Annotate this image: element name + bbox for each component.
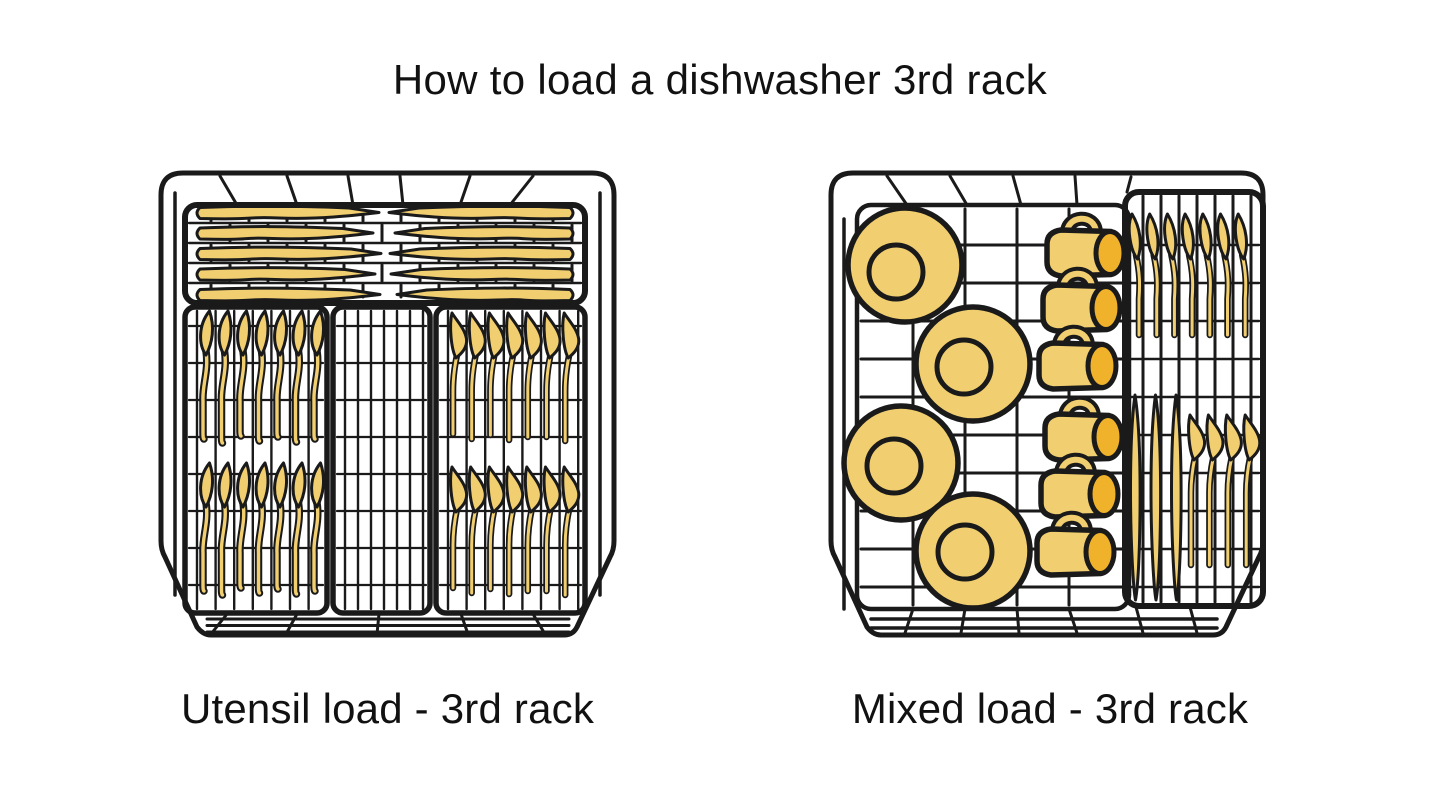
knife xyxy=(1170,393,1183,602)
spoon xyxy=(273,309,289,441)
mug xyxy=(1036,324,1119,392)
spoon xyxy=(291,461,307,598)
spoon xyxy=(1127,212,1143,339)
fork xyxy=(1205,413,1225,569)
knife xyxy=(393,225,575,241)
spoon xyxy=(1180,212,1196,339)
spoon xyxy=(542,311,562,441)
utensil-section-middle xyxy=(330,304,433,616)
spoon xyxy=(1198,212,1214,339)
rack-shell xyxy=(828,170,1266,638)
mixed-load-diagram xyxy=(828,170,1266,638)
knife xyxy=(195,245,383,262)
mug xyxy=(1042,395,1125,463)
mug-opening xyxy=(1085,342,1119,390)
knife xyxy=(195,266,377,282)
mug-opening xyxy=(1087,470,1121,518)
rack-front-rails xyxy=(869,605,1219,635)
rack-front-rails xyxy=(205,612,571,636)
mug-opening xyxy=(1089,284,1123,332)
knife xyxy=(395,286,575,303)
spoon xyxy=(505,465,525,598)
knife xyxy=(195,225,375,241)
spoon xyxy=(217,309,233,447)
spoon xyxy=(561,311,581,445)
bowl xyxy=(845,205,965,325)
spoon xyxy=(523,311,543,441)
spoon xyxy=(254,461,270,597)
knife xyxy=(388,245,575,262)
spoon xyxy=(199,461,215,595)
fork xyxy=(1223,413,1243,569)
spoon xyxy=(310,461,326,595)
spoon xyxy=(449,311,469,438)
figure-utensil-load xyxy=(155,167,620,650)
utensil-section-right xyxy=(433,304,588,616)
spoon xyxy=(291,309,307,446)
knife-tray xyxy=(182,202,588,306)
mug-opening xyxy=(1083,528,1117,576)
spoon xyxy=(236,309,252,440)
fork xyxy=(1242,413,1262,569)
spoon xyxy=(542,465,562,595)
spoon xyxy=(310,309,326,443)
bowl xyxy=(913,491,1033,611)
rack-top-wires xyxy=(218,174,535,207)
mug-opening xyxy=(1091,413,1125,461)
mug xyxy=(1038,452,1121,520)
figure-mixed-load xyxy=(825,167,1275,650)
fork xyxy=(1187,413,1207,569)
utensil-load-diagram xyxy=(158,170,617,638)
bowl xyxy=(913,304,1033,424)
rack-shell xyxy=(158,170,617,638)
mug xyxy=(1040,266,1123,334)
mug-opening xyxy=(1093,229,1127,277)
spoon xyxy=(1163,212,1179,339)
spoon xyxy=(254,309,270,445)
side-utensil-tray xyxy=(1122,189,1266,609)
spoon xyxy=(467,311,487,443)
spoon xyxy=(273,461,289,593)
spoon xyxy=(1145,212,1161,339)
page-title: How to load a dishwasher 3rd rack xyxy=(392,56,1048,103)
mug xyxy=(1034,510,1117,578)
spoon xyxy=(1233,212,1249,339)
spoon xyxy=(236,461,252,592)
spoon xyxy=(217,461,233,599)
mug xyxy=(1044,211,1127,279)
spoon xyxy=(467,465,487,597)
bowl xyxy=(841,403,961,523)
spoon xyxy=(505,311,525,444)
knife xyxy=(389,266,575,282)
spoon xyxy=(523,465,543,595)
spoon xyxy=(1216,212,1232,339)
caption-utensil-load: Utensil load - 3rd rack xyxy=(180,685,595,732)
knife xyxy=(1149,393,1163,602)
knife xyxy=(195,286,382,303)
spoon xyxy=(486,465,506,593)
caption-mixed-load: Mixed load - 3rd rack xyxy=(851,685,1249,732)
knife xyxy=(1129,393,1142,602)
spoon xyxy=(561,465,581,599)
spoon xyxy=(486,311,506,439)
spoon xyxy=(199,309,215,443)
rack-top-wires xyxy=(885,174,1133,207)
spoon xyxy=(449,465,469,592)
